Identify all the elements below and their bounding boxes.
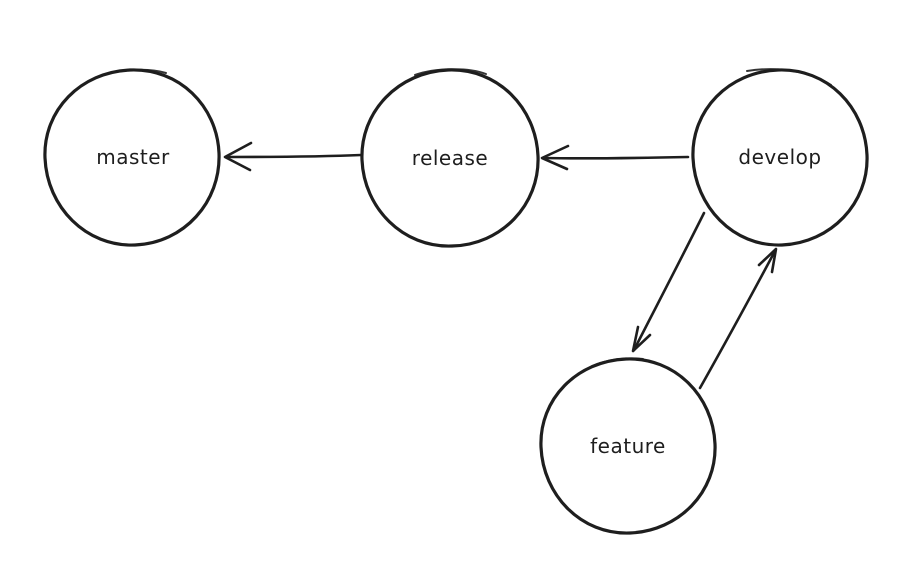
edge-develop-to-release-line [541, 155, 690, 160]
node-release[interactable] [360, 68, 540, 248]
node-label-release[interactable]: release [412, 146, 488, 170]
edge-develop-to-feature[interactable] [631, 211, 706, 353]
node-master[interactable] [43, 68, 221, 247]
release-circle[interactable] [360, 68, 540, 248]
stroke-layer [43, 68, 869, 535]
arrowhead-left-icon [223, 141, 253, 172]
edge-feature-to-develop-line [698, 249, 777, 390]
develop-circle-overstroke [746, 68, 832, 86]
arrowhead-left-icon [540, 144, 570, 171]
edge-develop-to-feature-line [632, 211, 706, 352]
node-feature[interactable] [539, 357, 717, 535]
node-label-feature[interactable]: feature [590, 434, 666, 458]
release-circle-overstroke [414, 68, 487, 76]
node-develop[interactable] [691, 68, 869, 247]
edge-develop-to-release[interactable] [540, 144, 690, 171]
edge-release-to-master[interactable] [223, 141, 363, 172]
node-label-master[interactable]: master [96, 145, 170, 169]
label-layer: master release develop feature [96, 145, 821, 458]
feature-circle-overstroke [591, 357, 644, 367]
arrowhead-up-right-icon [757, 247, 778, 274]
edge-feature-to-develop[interactable] [698, 247, 778, 390]
arrowhead-down-left-icon [631, 325, 652, 353]
node-label-develop[interactable]: develop [738, 145, 821, 169]
master-circle[interactable] [43, 68, 221, 247]
master-circle-overstroke [97, 68, 167, 78]
develop-circle[interactable] [691, 68, 869, 247]
edge-release-to-master-line [224, 153, 363, 159]
feature-circle[interactable] [539, 357, 717, 535]
